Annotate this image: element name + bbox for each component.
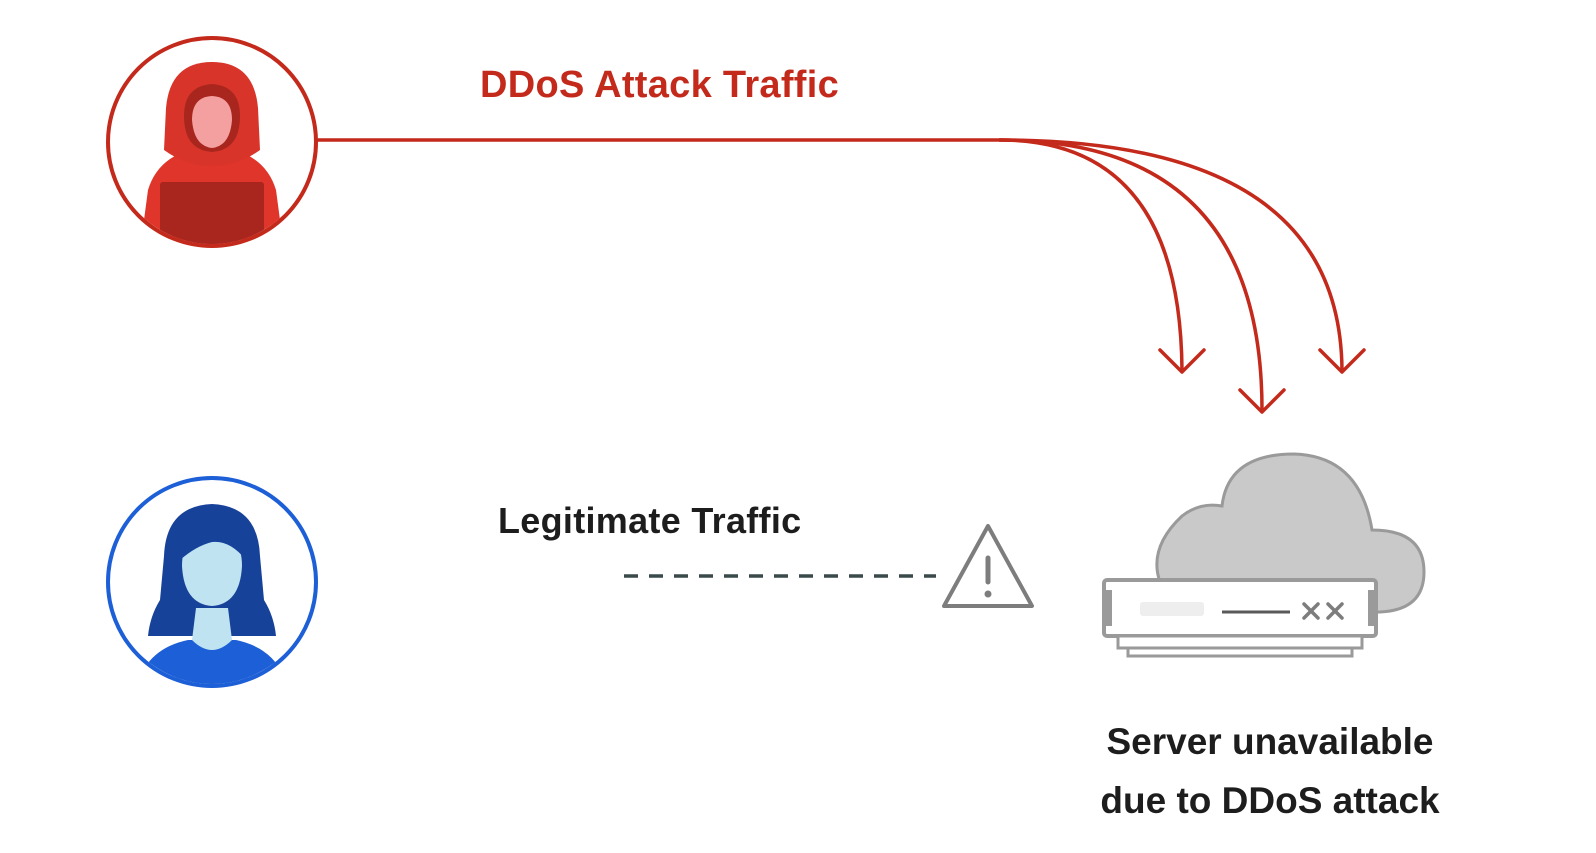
arrowhead-3 [1318, 348, 1366, 374]
warning-triangle-icon [942, 524, 1034, 608]
attacker-avatar [106, 36, 318, 248]
attack-branch-2 [998, 138, 1264, 412]
attack-traffic-label: DDoS Attack Traffic [480, 64, 840, 106]
user-avatar [106, 476, 318, 688]
error-x-icons [1302, 602, 1344, 620]
arrowhead-1 [1158, 348, 1206, 374]
hooded-hacker-icon [140, 62, 284, 244]
woman-user-icon [134, 504, 290, 684]
attack-traffic-arrows [316, 138, 1366, 414]
attack-branch-1 [998, 138, 1184, 372]
server-status-line-1: Server unavailable [1106, 721, 1434, 762]
server-status-line-2: due to DDoS attack [1100, 780, 1440, 821]
cloud-server-icon [1102, 452, 1426, 658]
attack-branch-3 [998, 138, 1344, 372]
arrowhead-2 [1238, 388, 1286, 414]
server-status-caption: Server unavailable due to DDoS attack [1060, 712, 1480, 830]
legitimate-traffic-label: Legitimate Traffic [498, 500, 802, 541]
